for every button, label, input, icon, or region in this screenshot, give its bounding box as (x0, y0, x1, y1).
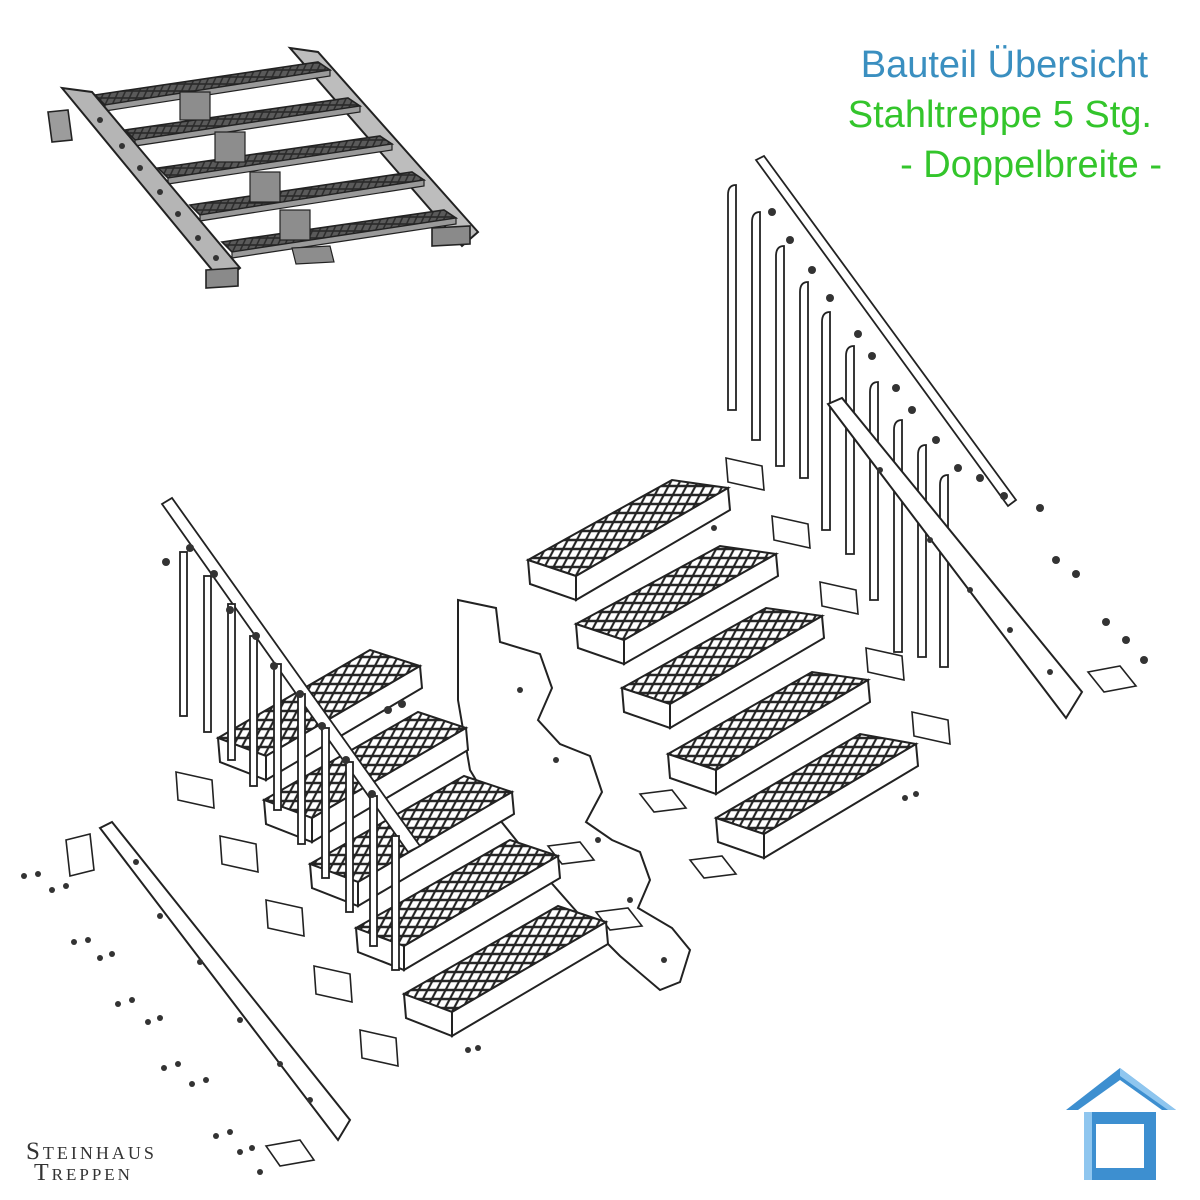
assembled-stair-preview (47, 46, 480, 289)
right-handrail-assembly (727, 154, 1148, 668)
tread-r5 (713, 732, 920, 860)
left-post-brackets (175, 770, 399, 1068)
right-treads (525, 478, 920, 860)
left-stringer (65, 820, 352, 1167)
left-handrail-assembly (160, 496, 422, 971)
tread-l4 (353, 838, 562, 972)
tread-r3 (619, 606, 826, 730)
right-stringer (826, 396, 1138, 720)
right-post-brackets (725, 456, 951, 746)
tread-r4 (665, 670, 872, 796)
house-icon (1066, 1068, 1176, 1180)
diagram-variant: - Doppelbreite - (900, 144, 1162, 186)
brand-name: Steinhaus (26, 1138, 157, 1165)
tread-r1 (525, 478, 732, 602)
tread-l5 (401, 904, 610, 1038)
bolts (21, 525, 919, 1175)
tread-r2 (573, 544, 780, 666)
diagram-subtitle: Stahltreppe 5 Stg. (847, 94, 1152, 136)
brand-subname: Treppen (34, 1160, 133, 1186)
diagram-title: Bauteil Übersicht (860, 44, 1148, 86)
